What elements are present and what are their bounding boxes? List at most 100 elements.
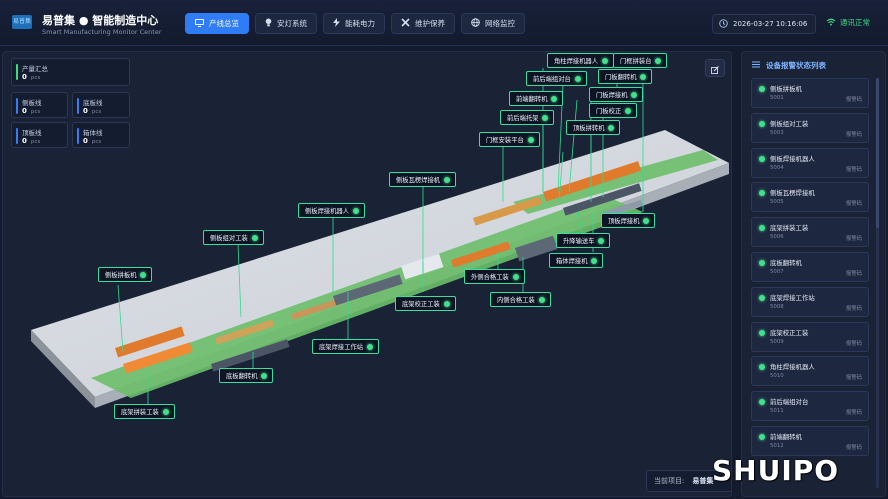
tab-andon-system[interactable]: 安灯系统	[255, 13, 317, 34]
status-dot	[759, 294, 765, 301]
factory-3d-scene	[31, 68, 729, 408]
main-nav: 产线总览 安灯系统 能耗电力 维护保养 网络监控	[185, 13, 525, 34]
bulb-icon	[265, 18, 272, 29]
wifi-icon	[826, 18, 836, 28]
status-dot	[759, 120, 765, 127]
tab-maintenance[interactable]: 维护保养	[391, 13, 455, 34]
station-callout[interactable]: 门板焊接机	[589, 87, 644, 102]
status-dot	[251, 234, 258, 241]
station-callout[interactable]: 侧板瓦楞焊接机	[389, 172, 457, 187]
status-dot	[759, 86, 765, 92]
status-dot	[759, 155, 765, 162]
station-callout[interactable]: 底架焊接工作站	[312, 339, 380, 354]
app-title: 易普集 ● 智能制造中心	[42, 14, 159, 27]
station-callout[interactable]: 顶板焊接机	[601, 213, 656, 228]
station-callout[interactable]: 角柱焊接机器人	[547, 53, 615, 68]
status-dot	[444, 176, 451, 183]
station-callout[interactable]: 箱体焊接机	[549, 253, 604, 268]
status-dot	[631, 91, 638, 98]
status-dot	[602, 57, 609, 64]
globe-icon	[471, 18, 480, 29]
status-dot	[162, 408, 169, 415]
station-callout[interactable]: 底板翻转机	[219, 368, 274, 383]
status-dot	[655, 57, 662, 64]
station-callout[interactable]: 外侧合格工装	[464, 269, 525, 284]
status-dot	[367, 343, 374, 350]
tab-energy-power[interactable]: 能耗电力	[323, 13, 385, 34]
station-callout[interactable]: 升降输送车	[556, 233, 611, 248]
scrollbar-thumb[interactable]	[876, 78, 879, 228]
station-callout[interactable]: 门框安装平台	[479, 132, 540, 147]
station-callout[interactable]: 前后端组对台	[526, 71, 587, 86]
app-subtitle: Smart Manufacturing Monitor Center	[42, 28, 162, 36]
connection-status: 通讯正常	[826, 17, 870, 28]
status-dot	[574, 75, 581, 82]
status-dot	[551, 95, 558, 102]
equipment-cluster-front	[115, 161, 643, 374]
station-callout[interactable]: 侧板焊接机器人	[298, 203, 366, 218]
status-dot	[527, 136, 534, 143]
list-icon	[752, 61, 760, 70]
clock-icon	[719, 18, 728, 30]
status-dot	[353, 207, 360, 214]
status-dot	[443, 300, 450, 307]
watermark: SHUIPO	[712, 454, 840, 487]
station-callout[interactable]: 前后端托架	[500, 110, 555, 125]
company-logo: 易普集	[12, 15, 32, 29]
datetime-display: 2026-03-27 10:16:06	[712, 14, 816, 34]
status-dot	[759, 259, 765, 266]
monitor-icon	[195, 18, 204, 29]
station-callout[interactable]: 门框拼装台	[613, 53, 668, 68]
top-header: 易普集 易普集 ● 智能制造中心 Smart Manufacturing Mon…	[0, 0, 888, 46]
station-callout[interactable]: 顶板拼转机	[566, 120, 621, 135]
station-callout[interactable]: 门板翻转机	[598, 69, 653, 84]
wrench-icon	[401, 18, 410, 29]
status-dot	[598, 237, 605, 244]
station-callout[interactable]: 侧板组对工装	[203, 230, 264, 245]
station-callout[interactable]: 底架拼装工装	[114, 404, 175, 419]
station-callout[interactable]: 前端翻转机	[509, 91, 564, 106]
status-dot	[640, 73, 647, 80]
status-dot	[608, 124, 615, 131]
edit-button[interactable]	[705, 59, 725, 77]
station-callout[interactable]: 内侧合格工装	[490, 292, 551, 307]
status-dot	[542, 114, 549, 121]
device-list-scrollbar[interactable]	[876, 78, 879, 488]
status-dot	[759, 399, 765, 406]
station-callout[interactable]: 侧板拼板机	[98, 267, 153, 282]
bolt-icon	[333, 18, 340, 29]
status-dot	[643, 217, 650, 224]
status-dot	[759, 364, 765, 371]
tab-line-overview[interactable]: 产线总览	[185, 13, 249, 34]
status-dot	[759, 190, 765, 197]
tab-network-monitor[interactable]: 网络监控	[461, 13, 525, 34]
station-callout[interactable]: 底架校正工装	[395, 296, 456, 311]
current-project: 当前项目: 易普集	[646, 470, 731, 492]
alarm-panel-header: 设备报警状态列表	[752, 60, 826, 71]
status-dot	[512, 273, 519, 280]
status-dot	[759, 433, 765, 440]
status-dot	[140, 271, 147, 278]
station-callout[interactable]: 门板校正	[589, 103, 638, 118]
status-dot	[759, 225, 765, 232]
status-dot	[591, 257, 598, 264]
edit-icon	[711, 59, 719, 78]
